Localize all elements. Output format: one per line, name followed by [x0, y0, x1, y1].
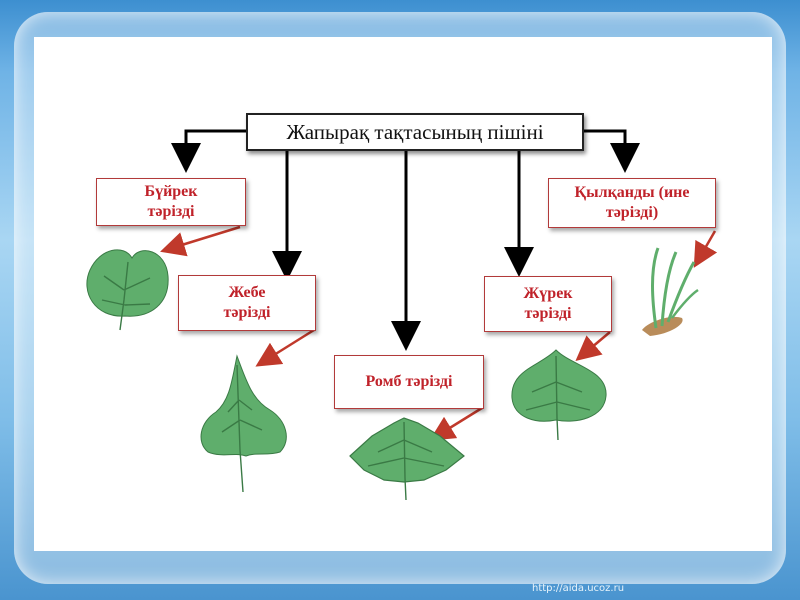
pointer-arrow-arrowhead: [255, 328, 315, 367]
label-arrowhead-shaped: Жебе тәрізді: [178, 275, 316, 331]
label-heart-shaped: Жүрек тәрізді: [484, 276, 612, 332]
label-needle-shaped: Қылқанды (ине тәрізді): [548, 178, 716, 228]
label-heart-line2: тәрізді: [524, 305, 572, 322]
label-needle-line1: Қылқанды (ине: [574, 184, 690, 201]
label-rhombic-line1: Ромб тәрізді: [365, 373, 453, 390]
arrowhead-leaf-image: [200, 354, 287, 493]
pointer-arrow-kidney: [160, 225, 241, 257]
label-needle-line2: тәрізді): [605, 204, 659, 221]
pointer-arrow-rhombic: [429, 406, 483, 441]
label-heart-line1: Жүрек: [523, 285, 573, 302]
pointer-arrow-needle: [693, 230, 718, 268]
label-kidney-line2: тәрізді: [147, 203, 195, 220]
footer-source-url: http://aida.ucoz.ru: [532, 583, 625, 594]
kidney-leaf-image: [86, 249, 169, 331]
label-kidney-shaped: Бүйрек тәрізді: [96, 178, 246, 226]
connector-arrow-right: [584, 129, 640, 173]
heart-leaf-image: [511, 349, 607, 441]
rhombic-leaf-image: [349, 417, 465, 501]
label-arrowhead-line2: тәрізді: [223, 304, 271, 321]
diagram-title: Жапырақ тақтасының пішіні: [246, 113, 584, 151]
needle-leaf-image: [642, 247, 699, 336]
connector-arrow-left: [171, 129, 246, 173]
pointer-arrow-heart: [575, 331, 611, 362]
label-arrowhead-line1: Жебе: [228, 284, 266, 301]
label-rhombic-shaped: Ромб тәрізді: [334, 355, 484, 409]
label-kidney-line1: Бүйрек: [144, 183, 198, 200]
